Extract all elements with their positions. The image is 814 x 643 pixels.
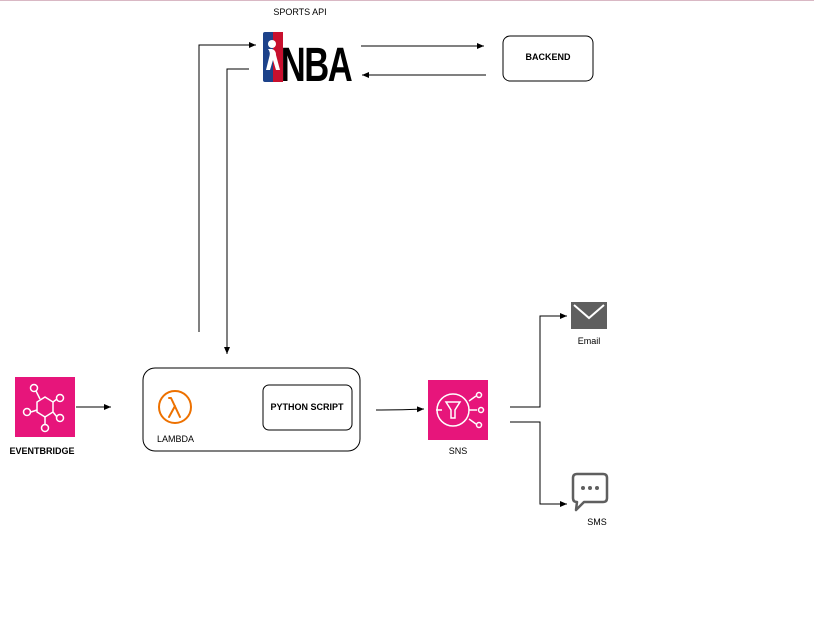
- connector-sns-to-email: [510, 313, 567, 408]
- sns-label: SNS: [449, 446, 468, 456]
- sports-api-label: SPORTS API: [273, 7, 326, 17]
- connector-sns-to-sms: [510, 421, 567, 507]
- backend-label: BACKEND: [526, 52, 572, 62]
- connector-lambda-to-sports-api: [198, 42, 256, 332]
- python-script-box[interactable]: [262, 384, 353, 431]
- eventbridge-icon[interactable]: [15, 377, 75, 437]
- email-label: Email: [578, 336, 601, 346]
- top-border: [0, 0, 814, 1]
- lambda-label: LAMBDA: [157, 434, 194, 444]
- backend-box[interactable]: [502, 35, 594, 82]
- connector-sports-api-to-lambda: [224, 68, 249, 354]
- python-script-label: PYTHON SCRIPT: [270, 402, 344, 412]
- connector-lambda-to-sns: [375, 406, 425, 413]
- sms-label: SMS: [587, 517, 607, 527]
- nba-logo-text: NBA: [281, 37, 353, 91]
- chat-bubble-icon[interactable]: [571, 472, 609, 512]
- nba-logo: NBA: [263, 32, 354, 91]
- envelope-icon[interactable]: [571, 302, 607, 329]
- sns-icon[interactable]: [428, 380, 488, 440]
- lambda-icon[interactable]: [158, 390, 192, 424]
- eventbridge-label: EVENTBRIDGE: [9, 446, 74, 456]
